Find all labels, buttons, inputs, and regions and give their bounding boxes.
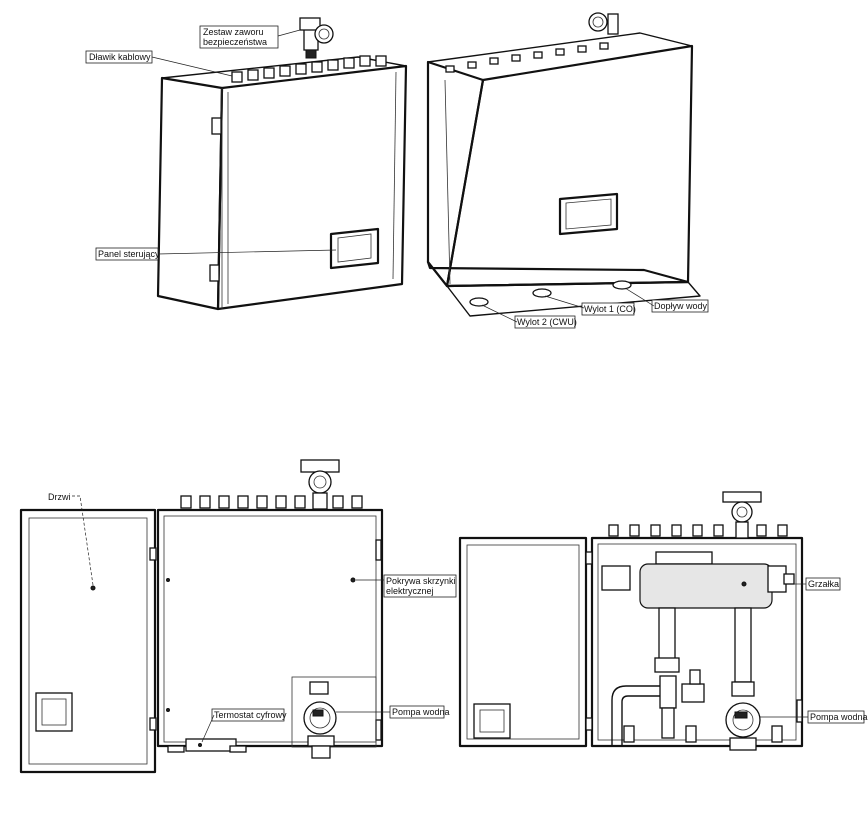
hinge-icon bbox=[149, 547, 157, 561]
view-open-door bbox=[19, 459, 384, 774]
cable-gland-row bbox=[180, 495, 363, 509]
label-water-inlet: Dopływ wody bbox=[654, 301, 708, 311]
label-outlet-1: Wylot 1 (CO) bbox=[584, 304, 636, 314]
water-pump-icon bbox=[303, 681, 337, 759]
heater-icon bbox=[639, 551, 795, 609]
thermostat-icon bbox=[185, 738, 237, 752]
cable-gland-row bbox=[445, 42, 609, 73]
view-rear-perspective bbox=[426, 12, 701, 317]
hinge-icon bbox=[149, 717, 157, 731]
cable-gland-row bbox=[231, 55, 387, 83]
safety-valve-icon bbox=[300, 459, 340, 510]
door-marker-icon bbox=[90, 585, 96, 591]
callouts: Zestaw zaworu bezpieczeństwa Dławik kabl… bbox=[48, 25, 868, 743]
hinge-icon bbox=[209, 264, 220, 282]
label-water-pump-a: Pompa wodna bbox=[392, 707, 450, 717]
label-control-panel: Panel sterujący bbox=[98, 249, 160, 259]
view-front-perspective bbox=[156, 17, 408, 311]
water-pump-icon bbox=[725, 681, 761, 751]
hinge-icon bbox=[585, 717, 593, 731]
label-safety-valve-line2: bezpieczeństwa bbox=[203, 37, 267, 47]
safety-valve-icon bbox=[588, 12, 619, 35]
label-heater: Grzałka bbox=[808, 579, 839, 589]
outlet-1-port bbox=[532, 288, 552, 298]
label-cable-gland: Dławik kablowy bbox=[89, 52, 151, 62]
label-outlet-2: Wylot 2 (CWU) bbox=[517, 317, 577, 327]
label-door: Drzwi bbox=[48, 492, 71, 502]
label-electrical-cover-line1: Pokrywa skrzynki bbox=[386, 576, 456, 586]
label-safety-valve-line1: Zestaw zaworu bbox=[203, 27, 264, 37]
safety-valve-icon bbox=[722, 491, 762, 539]
cover-marker-icon bbox=[350, 577, 356, 583]
label-water-pump-b: Pompa wodna bbox=[810, 712, 868, 722]
view-hydraulics bbox=[458, 491, 804, 751]
cable-gland-row bbox=[608, 524, 788, 537]
outlet-2-port bbox=[469, 297, 489, 307]
label-thermostat: Termostat cyfrowy bbox=[214, 710, 287, 720]
safety-valve-icon bbox=[299, 17, 334, 59]
hinge-icon bbox=[211, 117, 222, 135]
label-electrical-cover-line2: elektrycznej bbox=[386, 586, 434, 596]
water-inlet-port bbox=[612, 280, 632, 290]
hinge-icon bbox=[585, 551, 593, 565]
